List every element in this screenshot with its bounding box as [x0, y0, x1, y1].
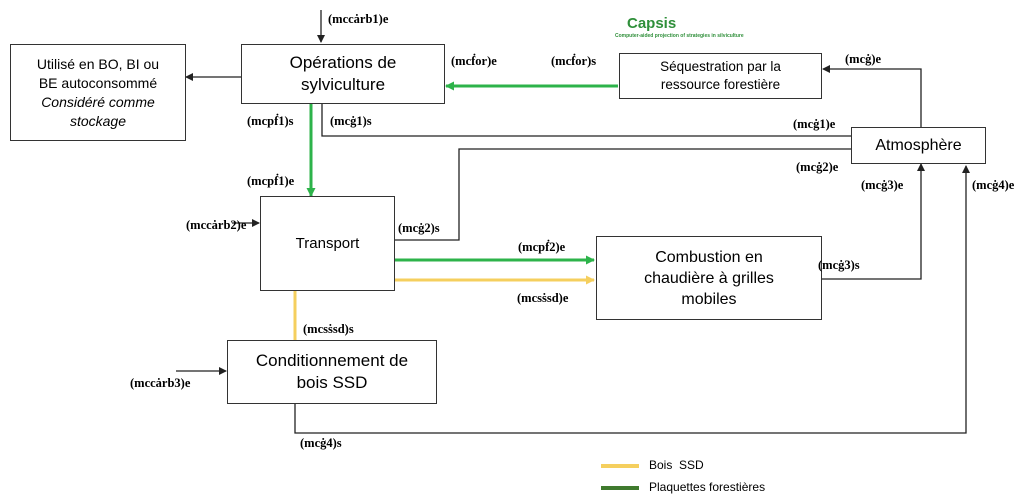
arrow-mcg4: [294, 165, 970, 434]
legend-swatch-bois-ssd: [601, 464, 639, 468]
legend-label-bois-ssd: Bois SSD: [649, 458, 704, 472]
sequestration-line1: Séquestration par la: [660, 59, 781, 74]
label-mcpf1s: (mcpḟ1)s: [247, 114, 294, 128]
label-mccarb1e: (mccȧrb1)e: [328, 12, 389, 26]
label-mcfor-e: (mcḟor)e: [451, 54, 497, 68]
arrow-mcg: [822, 65, 922, 128]
arrow-mcg3: [822, 163, 925, 280]
sequestration-line2: ressource forestière: [660, 77, 781, 92]
operations-line2: sylviculture: [300, 75, 386, 94]
combustion-line2: chaudière à grilles: [644, 269, 774, 287]
line-mcg1: [321, 104, 851, 137]
label-mcg1e: (mcġ1)e: [793, 117, 836, 131]
label-mcg3e: (mcġ3)e: [861, 178, 904, 192]
label-mcg2e: (mcġ2)e: [796, 160, 839, 174]
box-utilise: Utilisé en BO, BI ou BE autoconsommé Con…: [10, 44, 186, 141]
label-mcg3s: (mcġ3)s: [818, 258, 860, 272]
label-mcssde: (mcsṡsd)e: [517, 291, 569, 305]
box-sequestration: Séquestration par la ressource forestièr…: [619, 53, 822, 99]
capsis-logo-subtitle: Computer-aided projection of strategies …: [615, 33, 744, 39]
label-mcg4e: (mcġ4)e: [972, 178, 1015, 192]
box-operations: Opérations de sylviculture: [241, 44, 445, 104]
capsis-logo-title: Capsis: [627, 15, 677, 32]
utilise-line4: stockage: [69, 112, 127, 129]
box-atmosphere: Atmosphère: [851, 127, 986, 164]
atmosphere-label: Atmosphère: [875, 136, 962, 154]
label-mcssds: (mcsṡsd)s: [303, 322, 354, 336]
operations-line1: Opérations de: [289, 53, 397, 72]
utilise-line3: Considéré comme: [41, 93, 155, 110]
label-mcpf2e: (mcpḟ2)e: [518, 240, 566, 254]
label-mcfor-s: (mcḟor)s: [551, 54, 597, 68]
box-transport: Transport: [260, 196, 395, 291]
label-mccarb3e: (mccȧrb3)e: [130, 376, 191, 390]
label-mcg2s: (mcġ2)s: [398, 221, 440, 235]
transport-label: Transport: [295, 235, 360, 252]
utilise-line1: Utilisé en BO, BI ou: [36, 55, 160, 72]
label-mcg4s: (mcġ4)s: [300, 436, 342, 450]
conditionnement-line1: Conditionnement de: [255, 351, 409, 370]
combustion-line3: mobiles: [681, 290, 737, 308]
label-mcpf1e: (mcpḟ1)e: [247, 174, 295, 188]
label-mcg1s: (mcġ1)s: [330, 114, 372, 128]
legend-label-plaquettes: Plaquettes forestières: [649, 480, 766, 494]
line-mcg2: [395, 148, 851, 241]
box-conditionnement: Conditionnement de bois SSD: [227, 340, 437, 404]
legend-swatch-plaquettes: [601, 486, 639, 490]
combustion-line1: Combustion en: [655, 248, 763, 266]
utilise-line2: BE autoconsommé: [38, 74, 158, 91]
box-combustion: Combustion en chaudière à grilles mobile…: [596, 236, 822, 320]
label-mcg-e: (mcġ)e: [845, 52, 882, 66]
label-mccarb2e: (mccȧrb2)e: [186, 218, 247, 232]
conditionnement-line2: bois SSD: [296, 373, 368, 392]
